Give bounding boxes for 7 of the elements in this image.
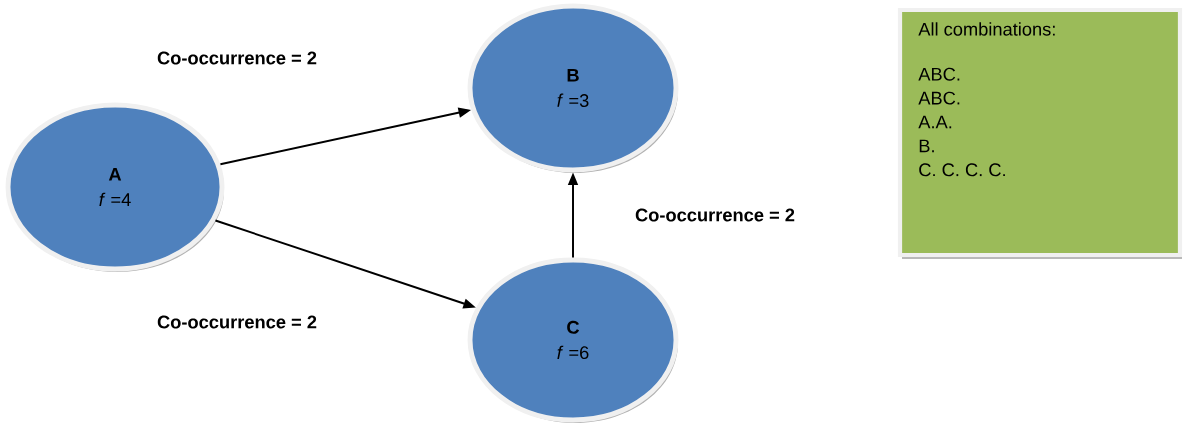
edge-label: Co-occurrence = 2 [155,50,319,66]
edge-label: Co-occurrence = 2 [633,207,797,223]
ellipse-node: B f =3 [467,3,679,173]
edge-label: Co-occurrence = 2 [155,314,319,330]
ellipse-node: C f =6 [467,257,679,423]
text-box: All combinations: ABC. ABC. A.A. B. C. C. C. C. [897,7,1183,259]
ellipse-node: A f =4 [5,102,225,272]
